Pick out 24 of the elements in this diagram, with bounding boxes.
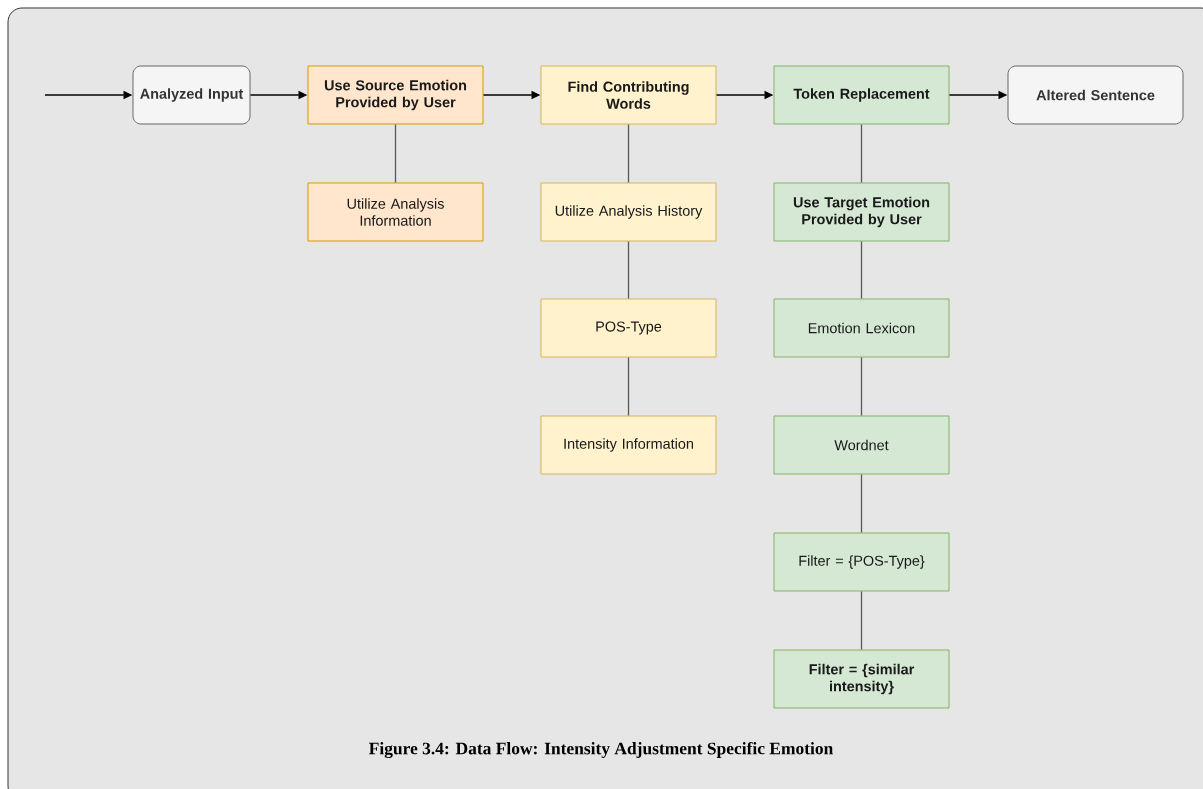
connector-line (860, 590, 863, 651)
process-box: POS-Type (540, 298, 717, 358)
connector-line (860, 473, 863, 534)
process-box: Utilize Analysis History (540, 182, 717, 242)
process-box: Use Target Emotion Provided by User (773, 182, 950, 242)
connector-line (394, 123, 397, 184)
connector-line (627, 356, 630, 417)
figure-caption: Figure 3.4: Data Flow: Intensity Adjustment Specific Emotion (369, 741, 833, 759)
connector-line (860, 356, 863, 417)
process-box: Intensity Information (540, 415, 717, 475)
connector-line (627, 123, 630, 184)
process-box: Filter = {similar intensity} (773, 649, 950, 709)
process-box: Emotion Lexicon (773, 298, 950, 358)
connector-line (860, 240, 863, 300)
process-box: Use Source Emotion Provided by User (307, 65, 484, 125)
connector-line (860, 123, 863, 184)
process-box: Wordnet (773, 415, 950, 475)
terminal-box: Altered Sentence (1007, 65, 1184, 125)
process-box: Utilize Analysis Information (307, 182, 484, 242)
terminal-box: Analyzed Input (132, 65, 251, 125)
process-box: Token Replacement (773, 65, 950, 125)
connector-line (627, 240, 630, 300)
process-box: Filter = {POS-Type} (773, 532, 950, 592)
process-box: Find Contributing Words (540, 65, 717, 125)
